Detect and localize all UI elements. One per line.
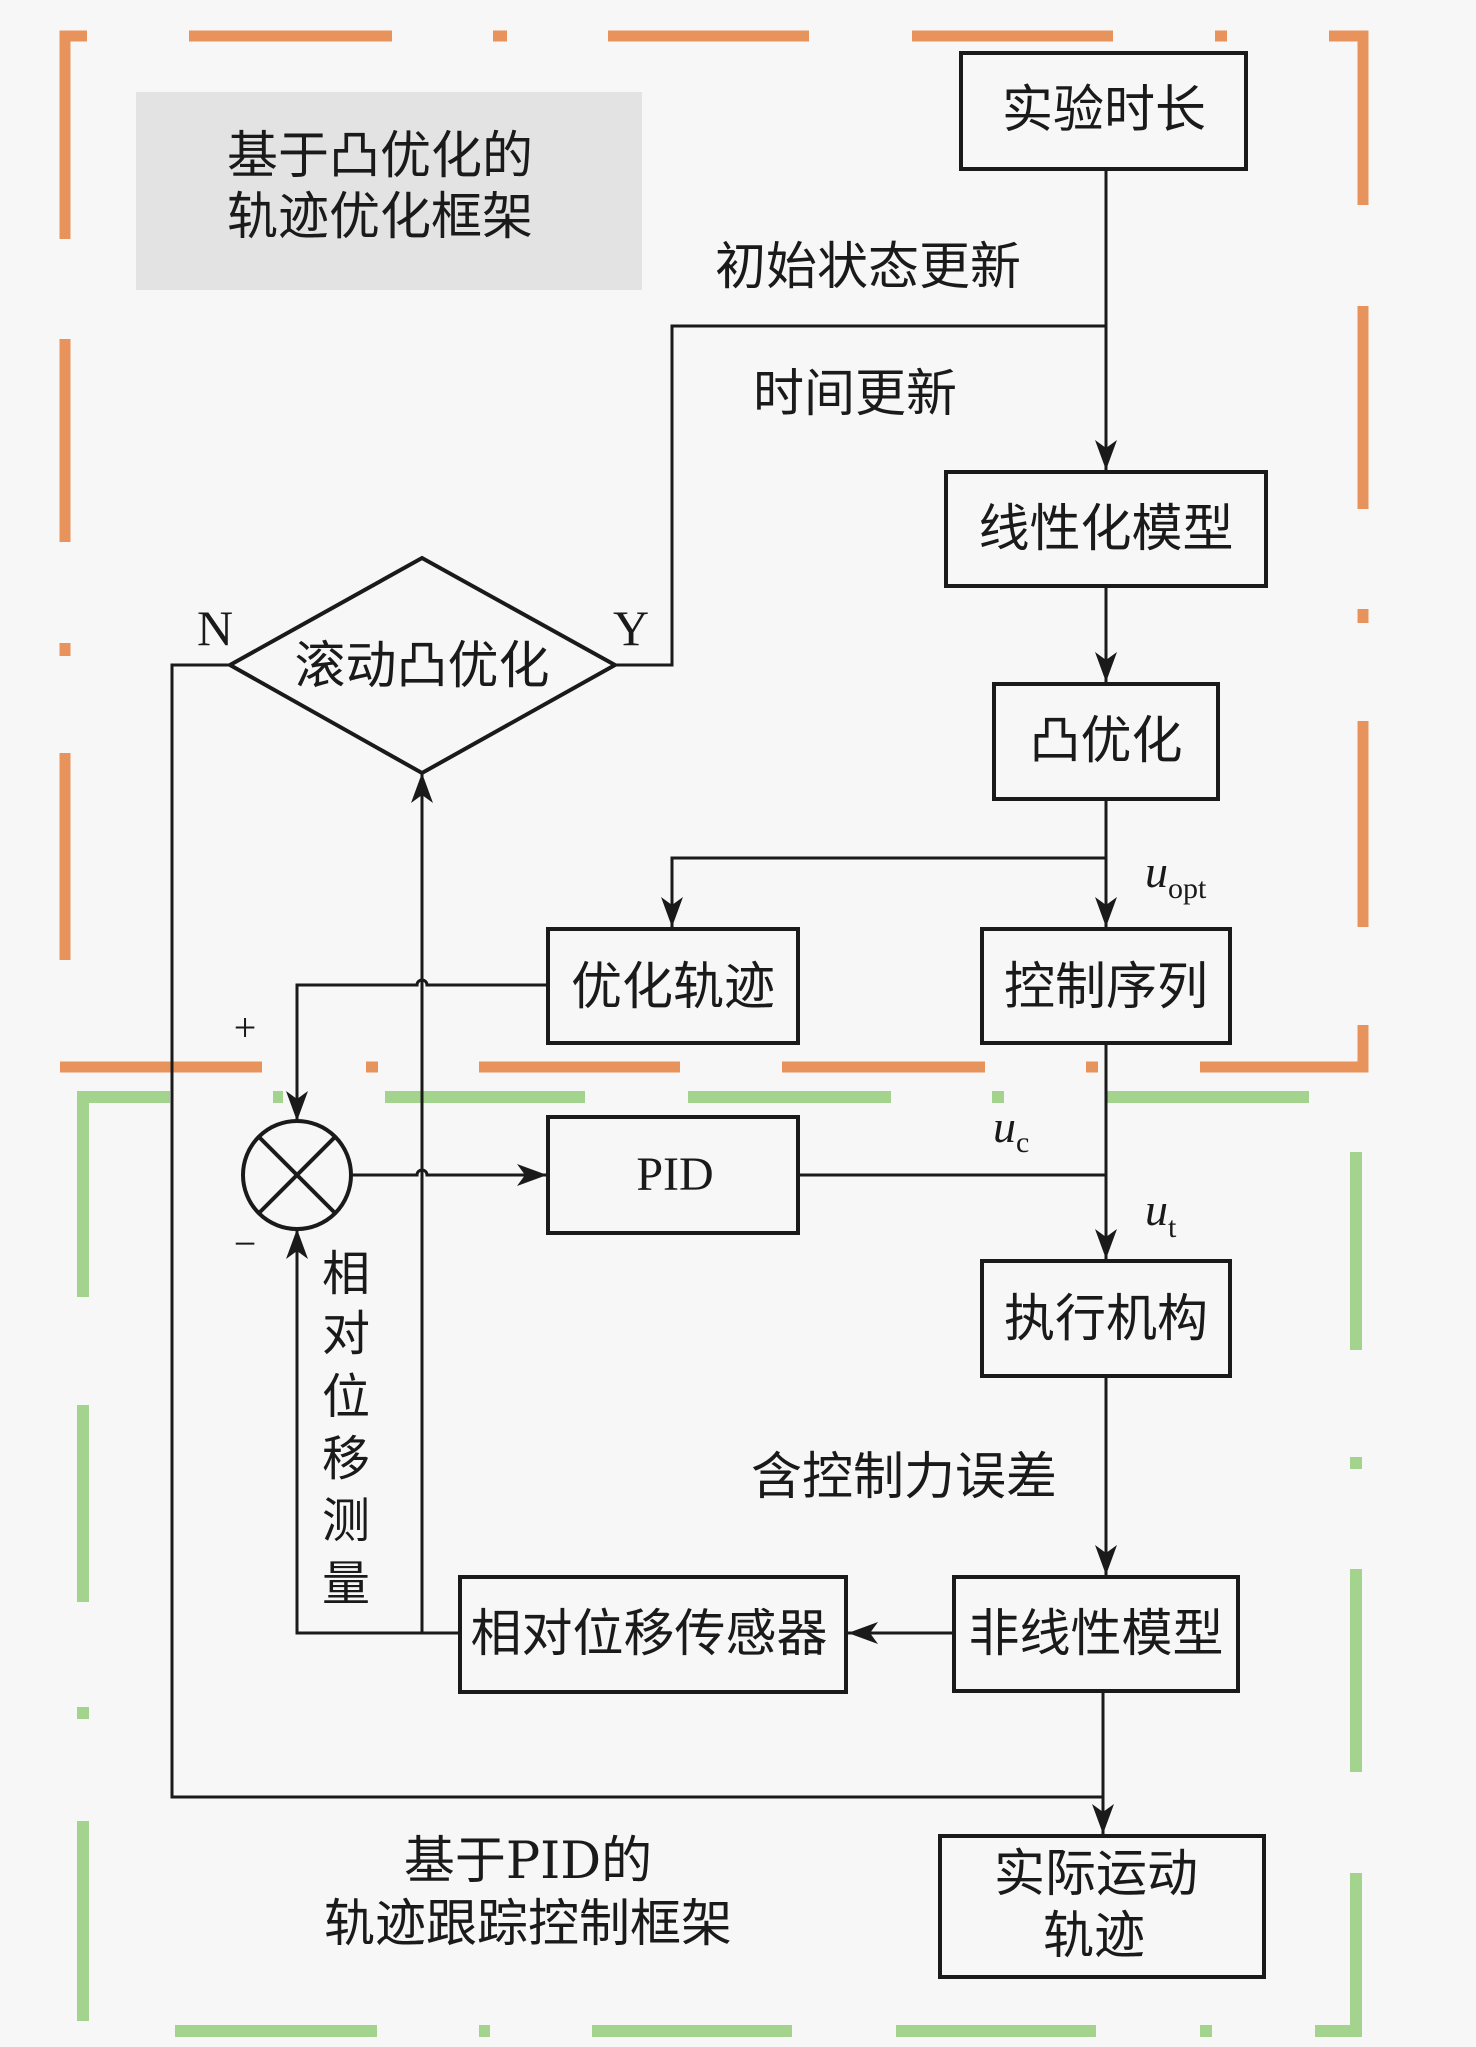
minus-sign: −: [234, 1221, 257, 1266]
block-border: [980, 1259, 1232, 1378]
block-control-sequence: 控制序列: [980, 927, 1232, 1045]
label-u-t: ut: [1145, 1184, 1177, 1244]
connectors: [170, 171, 1117, 1834]
tracking-frame-title-line-2: 轨迹跟踪控制框架: [324, 1895, 732, 1954]
block-actual-trajectory: 实际运动 轨迹: [938, 1834, 1266, 1979]
block-border: [959, 51, 1248, 171]
block-optimized-trajectory: 优化轨迹: [546, 927, 800, 1045]
block-border: [992, 682, 1220, 801]
summing-junction-cross-icon: [257, 1135, 337, 1215]
edge-decision-no-path: [170, 663, 1103, 1799]
vertical-label-char: 位: [322, 1369, 370, 1425]
vertical-label-char: 移: [322, 1431, 370, 1487]
plus-sign: +: [234, 1005, 257, 1050]
edge-sensor-feedback-to-summing-junction: [286, 1229, 458, 1635]
edge-convex-to-optimized-trajectory: [661, 856, 1106, 927]
label-u-opt: uopt: [1145, 846, 1207, 905]
label-u-c-base: u: [993, 1101, 1016, 1152]
optimization-frame-title-box: [136, 92, 642, 290]
block-label: 线性化模型: [978, 500, 1233, 559]
label-u-t-base: u: [1145, 1184, 1168, 1235]
decision-no-label: N: [197, 600, 233, 656]
tracking-frame-border: [77, 1091, 1362, 2037]
block-label: 凸优化: [1029, 712, 1182, 771]
block-convex-optimization: 凸优化: [992, 682, 1220, 801]
block-label: 相对位移传感器: [470, 1605, 827, 1664]
block-actuator: 执行机构: [980, 1259, 1232, 1378]
block-label: 实验时长: [1002, 81, 1206, 140]
frame-corner: [59, 30, 87, 239]
block-linearized-model: 线性化模型: [944, 470, 1268, 588]
label-u-c: uc: [993, 1101, 1029, 1159]
optimization-frame-title-line-1: 基于凸优化的: [227, 127, 533, 186]
decision-yes-label: Y: [613, 600, 649, 656]
decision-rolling-convex-optimization: 滚动凸优化 N Y: [197, 555, 649, 776]
frame-corner: [1200, 1025, 1369, 1073]
edge-summing-junction-to-pid: [351, 1164, 547, 1186]
block-label: PID: [636, 1148, 713, 1201]
label-u-c-subscript: c: [1016, 1126, 1029, 1159]
block-label: 执行机构: [1004, 1290, 1208, 1349]
label-u-t-subscript: t: [1168, 1211, 1177, 1244]
block-border: [952, 1575, 1240, 1693]
block-label: 非线性模型: [968, 1605, 1223, 1664]
optimization-frame-border: [59, 30, 1369, 1073]
vertical-label-char: 测: [322, 1493, 370, 1549]
block-label: 优化轨迹: [571, 958, 775, 1017]
label-u-opt-base: u: [1145, 846, 1168, 897]
block-label-line-1: 实际运动: [994, 1845, 1198, 1904]
frame-corner: [1315, 1873, 1362, 2037]
summing-junction: + −: [234, 1005, 353, 1266]
block-border: [944, 470, 1268, 588]
block-border: [980, 927, 1232, 1045]
vertical-label-char: 量: [322, 1556, 370, 1612]
block-border: [458, 1575, 848, 1694]
edge-decision-yes-to-state-update: [615, 324, 1106, 667]
block-nonlinear-model: 非线性模型: [952, 1575, 1240, 1693]
label-initial-state-update: 初始状态更新: [715, 238, 1021, 297]
label-u-opt-subscript: opt: [1168, 872, 1207, 905]
label-time-update: 时间更新: [753, 365, 957, 424]
decision-diamond: [225, 555, 620, 776]
vertical-label-char: 相: [322, 1246, 370, 1302]
tracking-frame-title-line-1: 基于PID的: [404, 1832, 652, 1891]
label-control-force-error: 含控制力误差: [751, 1448, 1057, 1507]
label-relative-displacement-measurement: 相 对 位 移 测 量: [322, 1246, 370, 1612]
optimization-frame-title-line-2: 轨迹优化框架: [227, 188, 533, 247]
block-border: [546, 927, 800, 1045]
vertical-label-char: 对: [322, 1306, 370, 1362]
frame-corner: [1329, 30, 1369, 205]
block-experiment-duration: 实验时长: [959, 51, 1248, 171]
frame-corner: [77, 1091, 170, 1297]
block-border: [938, 1834, 1266, 1979]
block-pid: PID: [546, 1115, 800, 1235]
block-label: 控制序列: [1004, 958, 1208, 1017]
decision-label: 滚动凸优化: [294, 637, 549, 696]
summing-junction-circle: [241, 1119, 353, 1231]
block-displacement-sensor: 相对位移传感器: [458, 1575, 848, 1694]
block-label-line-2: 轨迹: [1043, 1907, 1145, 1966]
block-border: [546, 1115, 800, 1235]
